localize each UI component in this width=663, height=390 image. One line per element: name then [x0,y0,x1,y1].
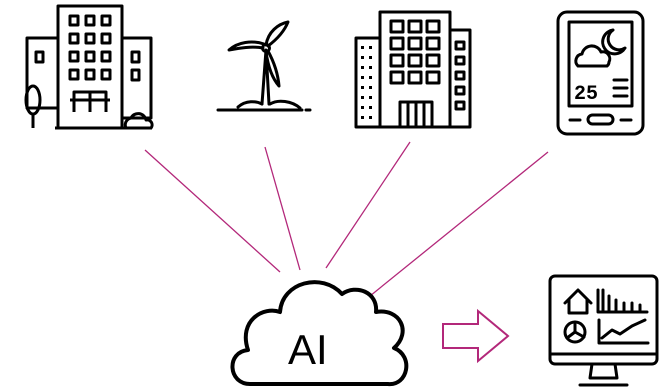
moon-icon [601,28,627,56]
line-chart-icon [597,318,650,345]
bar-chart-icon [596,288,649,314]
ai-label: AI [288,326,328,373]
connector-line-residential [144,149,281,273]
connector-lines [144,141,549,297]
home-icon [563,288,593,315]
wind-turbine-icon [216,20,312,112]
office-building-icon [354,10,472,129]
cloud-small-icon [574,44,612,68]
right-arrow-icon [442,308,510,364]
connector-line-weather-station [369,151,549,297]
connector-line-office [325,141,411,269]
weather-station-icon [556,10,645,136]
apartment-building-icon [24,4,154,130]
office-side-windows [361,46,372,119]
dashboard-monitor-icon [548,274,659,387]
weather-temperature: 25 [574,83,598,106]
ai-cloud-icon [230,280,409,387]
connector-line-wind-turbine [264,146,301,271]
